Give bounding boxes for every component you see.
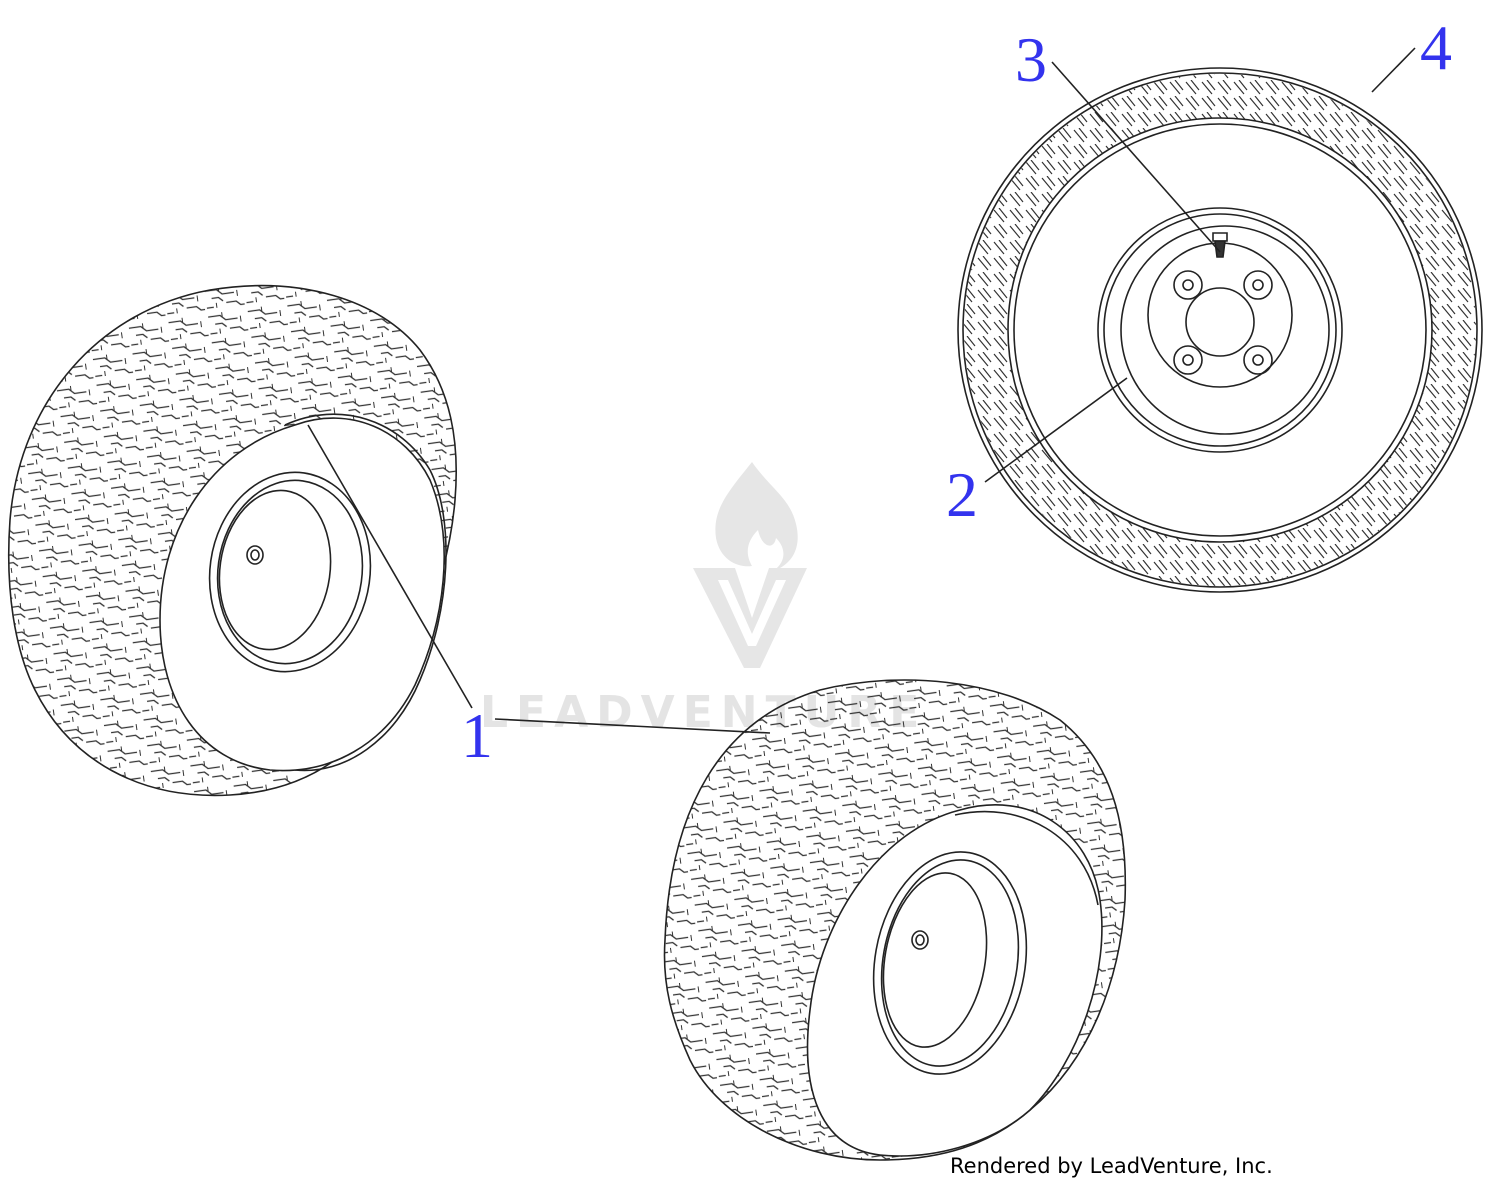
footer-credit: Rendered by LeadVenture, Inc. <box>950 1154 1273 1178</box>
leader-lines <box>307 47 1416 734</box>
sidewall-left <box>159 417 445 772</box>
hub-right <box>911 930 929 950</box>
lug-hole <box>1173 270 1203 300</box>
callout-1: 1 <box>461 700 493 771</box>
tire-tread-ring <box>964 74 1476 586</box>
leader-3 <box>1051 61 1221 253</box>
sidewall-right <box>806 804 1103 1157</box>
center-bore <box>1185 287 1255 357</box>
rear-wheel-right <box>663 679 1127 1161</box>
leader-4 <box>1371 47 1416 93</box>
wheel-rim <box>1097 207 1343 453</box>
front-wheel <box>957 67 1483 593</box>
hub-left <box>246 545 264 565</box>
leader-1a <box>307 424 473 709</box>
leader-1b <box>494 718 771 734</box>
rear-wheel-left <box>7 284 458 797</box>
rim-right <box>872 851 1028 1075</box>
lug-hole <box>1243 345 1273 375</box>
callout-4: 4 <box>1420 12 1452 83</box>
valve-stem-icon <box>1212 232 1228 258</box>
callout-3: 3 <box>1015 24 1047 95</box>
tire-outer <box>957 67 1483 593</box>
callout-2: 2 <box>946 459 978 530</box>
chevron-logo-icon <box>693 568 807 668</box>
lug-hole <box>1243 270 1273 300</box>
rim-left <box>208 471 372 673</box>
lug-hole <box>1173 345 1203 375</box>
flame-icon <box>715 462 798 572</box>
leader-2 <box>984 377 1128 483</box>
